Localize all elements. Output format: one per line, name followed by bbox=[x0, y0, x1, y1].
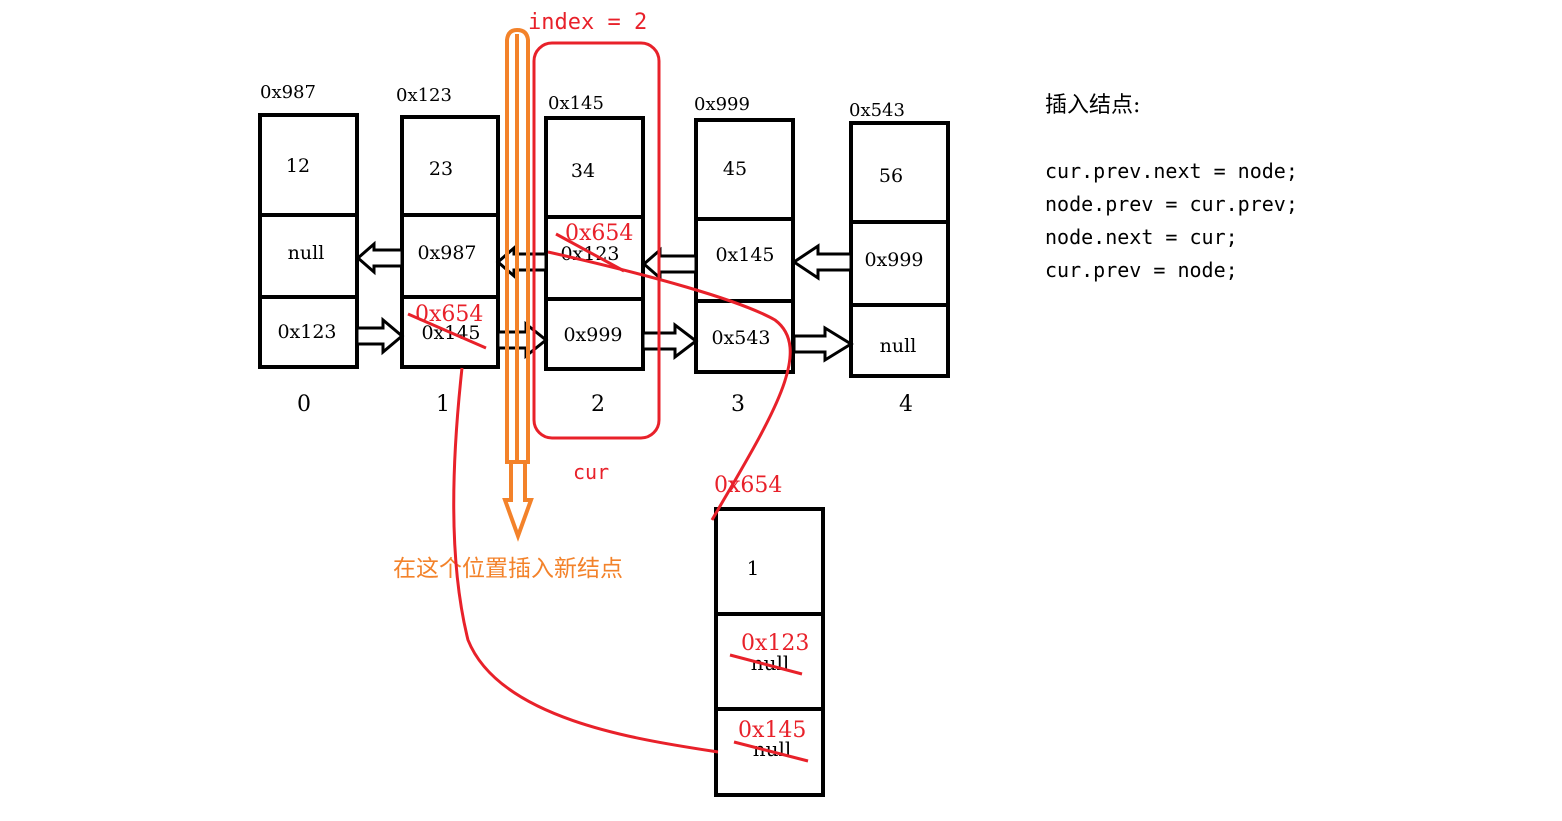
orange-down-arrow bbox=[502, 462, 534, 542]
code-line-1: cur.prev.next = node; bbox=[1045, 159, 1298, 183]
node-3-prev: 0x145 bbox=[715, 244, 774, 266]
node-4-address: 0x543 bbox=[849, 100, 905, 121]
orange-bar bbox=[505, 27, 530, 464]
insert-position-marker bbox=[502, 27, 534, 542]
new-prev-new: 0x123 bbox=[741, 631, 809, 656]
node-0-prev: null bbox=[288, 242, 325, 264]
strike-new-next bbox=[733, 740, 809, 763]
node-4-index: 4 bbox=[899, 392, 913, 417]
node-4-next-cell bbox=[849, 303, 950, 378]
node-1-prev: 0x987 bbox=[417, 242, 476, 264]
node-3-index: 3 bbox=[731, 392, 745, 417]
code-line-2: node.prev = cur.prev; bbox=[1045, 192, 1298, 216]
insert-here-label: 在这个位置插入新结点 bbox=[393, 556, 623, 582]
code-line-3: node.next = cur; bbox=[1045, 225, 1238, 249]
node-1-index: 1 bbox=[436, 392, 450, 417]
cur-label: cur bbox=[573, 460, 609, 484]
node-0-address: 0x987 bbox=[260, 82, 316, 103]
strike-new-prev bbox=[729, 653, 803, 676]
node-2-value: 34 bbox=[571, 160, 595, 182]
new-node-value: 1 bbox=[747, 556, 760, 580]
node-4-next: null bbox=[880, 335, 917, 357]
node-3: 0x999 45 0x145 0x543 3 bbox=[694, 94, 795, 417]
node-4-prev: 0x999 bbox=[864, 249, 923, 271]
node-1-address: 0x123 bbox=[396, 85, 452, 106]
index-label: index = 2 bbox=[528, 10, 647, 35]
curve-node2-to-new bbox=[547, 250, 792, 521]
code-line-4: cur.prev = node; bbox=[1045, 258, 1238, 282]
node-3-address: 0x999 bbox=[694, 94, 750, 115]
node2-prev-new: 0x654 bbox=[565, 221, 633, 246]
right-arrow-3-4 bbox=[792, 325, 854, 363]
curve-node1-to-new bbox=[452, 367, 719, 754]
connection-curves bbox=[452, 250, 792, 754]
strike-node1-next bbox=[407, 312, 487, 350]
node-0-index: 0 bbox=[297, 392, 311, 417]
node-0-value: 12 bbox=[286, 155, 310, 177]
strike-node2-prev bbox=[555, 232, 625, 273]
cur-highlight-box bbox=[532, 41, 661, 440]
new-node-address: 0x654 bbox=[714, 473, 782, 498]
node-0: 0x987 12 null 0x123 0 bbox=[258, 82, 359, 417]
right-arrow-0-1 bbox=[355, 316, 405, 356]
left-arrow-4-3 bbox=[791, 243, 853, 281]
node-0-next: 0x123 bbox=[277, 321, 336, 343]
node-4: 0x543 56 0x999 null 4 bbox=[849, 100, 950, 417]
left-arrow-3-2 bbox=[641, 246, 698, 282]
code-panel: 插入结点: cur.prev.next = node; node.prev = … bbox=[1045, 93, 1298, 282]
new-next-new: 0x145 bbox=[738, 718, 806, 743]
node-2-address: 0x145 bbox=[548, 93, 604, 114]
node-1: 0x123 23 0x987 0x145 1 bbox=[396, 85, 500, 417]
left-arrow-1-0 bbox=[355, 240, 404, 276]
node-4-value: 56 bbox=[879, 165, 903, 187]
node-2-index: 2 bbox=[591, 392, 605, 417]
node1-next-new: 0x654 bbox=[415, 302, 483, 327]
node-2-next: 0x999 bbox=[563, 324, 622, 346]
right-arrow-2-3 bbox=[641, 321, 699, 361]
node-3-value: 45 bbox=[723, 158, 747, 180]
pointer-edits bbox=[407, 232, 809, 763]
node-1-value: 23 bbox=[429, 158, 453, 180]
node-3-next: 0x543 bbox=[711, 327, 770, 349]
code-title: 插入结点: bbox=[1045, 93, 1140, 118]
new-node-value-cell bbox=[714, 507, 825, 616]
